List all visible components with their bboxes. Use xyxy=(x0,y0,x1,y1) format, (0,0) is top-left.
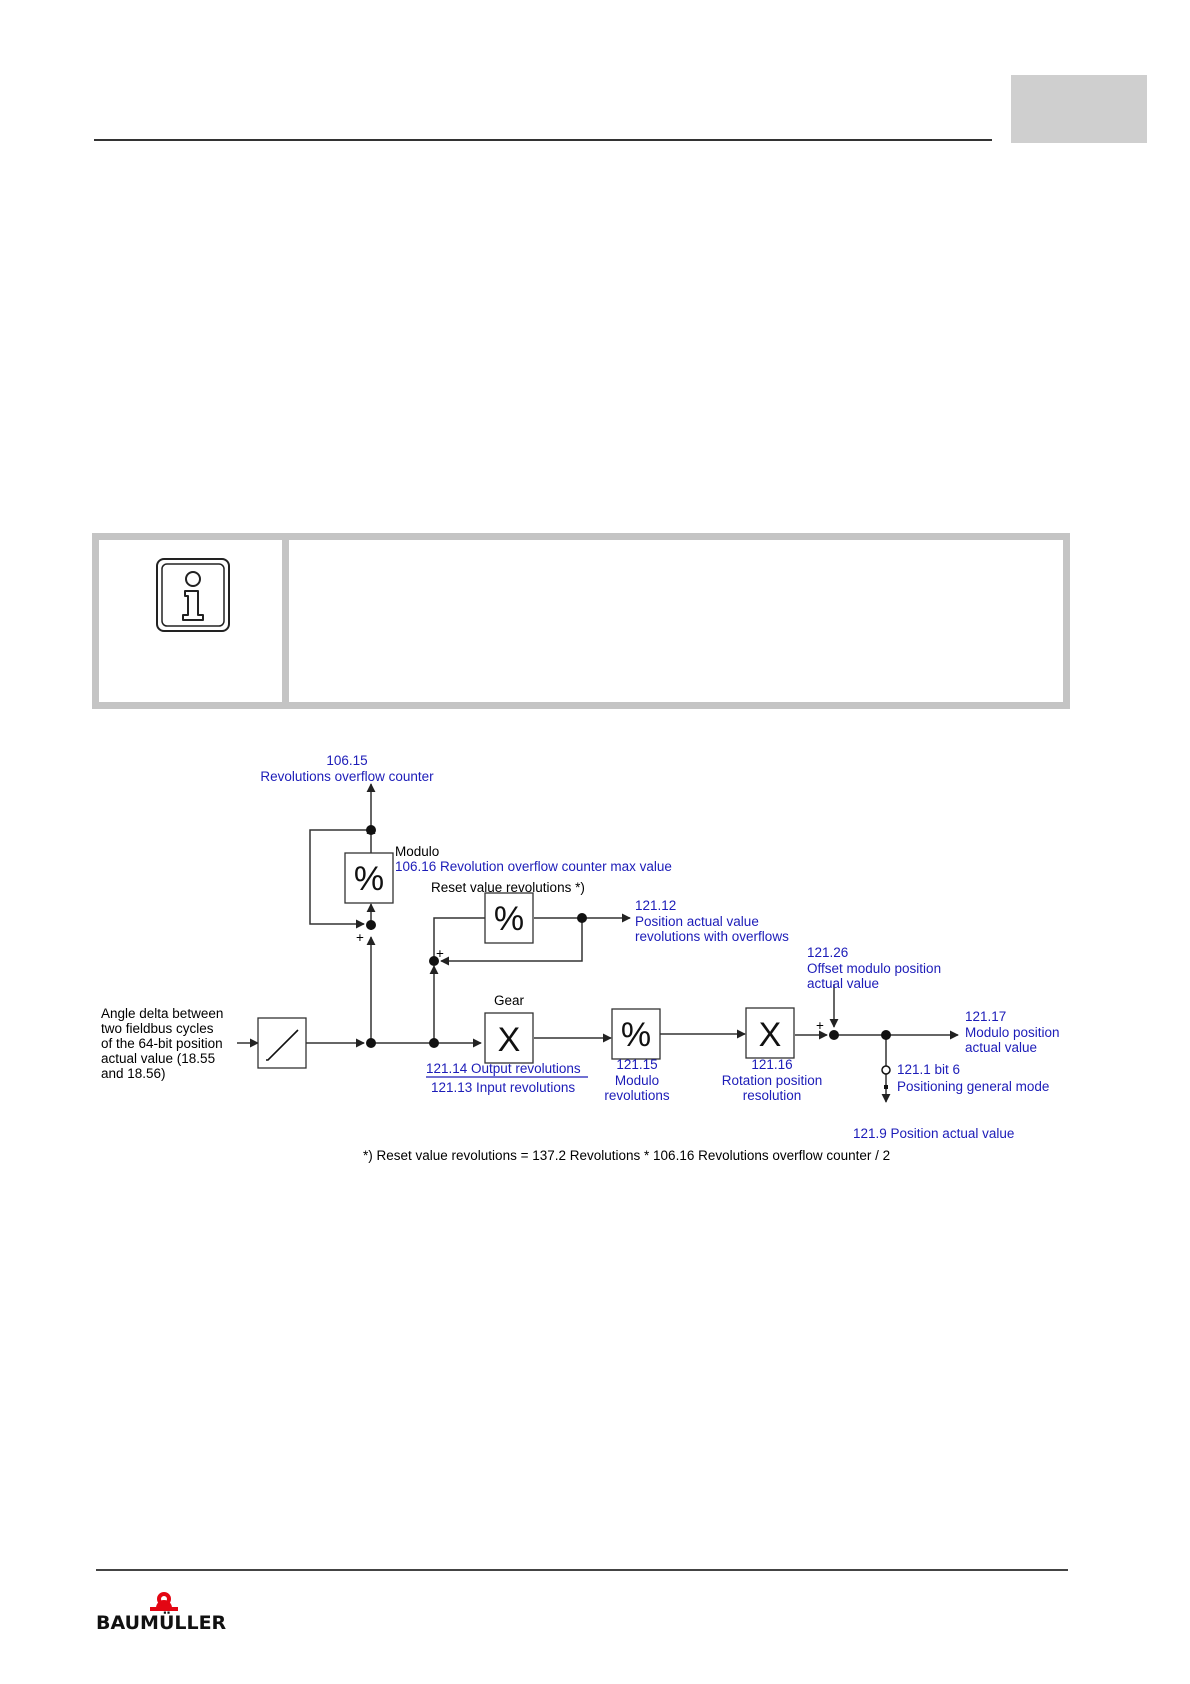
signal-lines xyxy=(237,783,959,1103)
plus-sign: + xyxy=(816,1018,824,1033)
gear-label: Gear xyxy=(494,993,525,1008)
modrev-param: 121.15 xyxy=(616,1057,657,1072)
svg-text:BAUMÜLLER: BAUMÜLLER xyxy=(96,1610,227,1632)
junction-dot xyxy=(577,913,587,923)
output-rev-label: 121.14 Output revolutions xyxy=(426,1061,581,1076)
pos-ovf-line2: revolutions with overflows xyxy=(635,929,789,944)
header-rule xyxy=(94,139,992,141)
rotres-param: 121.16 xyxy=(751,1057,792,1072)
offset-line2: actual value xyxy=(807,976,879,991)
footer-rule xyxy=(96,1569,1068,1571)
summing-dot xyxy=(429,956,439,966)
plus-sign: + xyxy=(436,946,444,961)
modrev-line2: revolutions xyxy=(604,1088,670,1103)
modulo-label: Modulo xyxy=(395,844,439,859)
info-icon xyxy=(156,558,230,632)
svg-text:%: % xyxy=(354,860,384,898)
pos-actual-label: 121.9 Position actual value xyxy=(853,1126,1014,1141)
pos-ovf-param: 121.12 xyxy=(635,898,676,913)
pos-ovf-line1: Position actual value xyxy=(635,914,759,929)
summing-dot xyxy=(366,920,376,930)
reset-modulo-block: % xyxy=(484,892,534,944)
input-line5: and 18.56) xyxy=(101,1066,166,1081)
note-divider xyxy=(282,540,289,702)
input-line1: Angle delta between xyxy=(101,1006,223,1021)
reset-label: Reset value revolutions *) xyxy=(431,880,585,895)
modulo-revolutions-block: % xyxy=(611,1008,661,1060)
svg-text:%: % xyxy=(621,1016,651,1054)
integrator-block xyxy=(257,1017,307,1069)
svg-text:X: X xyxy=(759,1016,782,1054)
footnote: *) Reset value revolutions = 137.2 Revol… xyxy=(363,1148,890,1163)
bit-label: 121.1 bit 6 xyxy=(897,1062,960,1077)
rotation-multiply-block: X xyxy=(745,1007,795,1059)
junction-dot xyxy=(366,825,376,835)
input-line2: two fieldbus cycles xyxy=(101,1021,214,1036)
rotres-line2: resolution xyxy=(743,1088,802,1103)
modrev-line1: Modulo xyxy=(615,1073,659,1088)
plus-sign: + xyxy=(356,930,364,945)
junction-dot xyxy=(429,1038,439,1048)
overflow-name: Revolutions overflow counter xyxy=(260,769,434,784)
modpos-param: 121.17 xyxy=(965,1009,1006,1024)
svg-text:%: % xyxy=(494,900,524,938)
overflow-param: 106.15 xyxy=(326,753,367,768)
junction-dot xyxy=(366,1038,376,1048)
gear-multiply-block: X xyxy=(484,1012,534,1064)
note-box xyxy=(92,533,1070,709)
junction-dot xyxy=(881,1030,891,1040)
offset-param: 121.26 xyxy=(807,945,848,960)
max-value-label: 106.16 Revolution overflow counter max v… xyxy=(395,859,672,874)
svg-text:X: X xyxy=(498,1021,521,1059)
input-line3: of the 64-bit position xyxy=(101,1036,223,1051)
mode-label: Positioning general mode xyxy=(897,1079,1049,1094)
chapter-tab xyxy=(1011,75,1147,143)
switch-contact xyxy=(884,1085,888,1089)
summing-dot xyxy=(829,1030,839,1040)
input-line4: actual value (18.55 xyxy=(101,1051,215,1066)
baumuller-logo: BAUMÜLLER xyxy=(96,1592,227,1632)
input-rev-label: 121.13 Input revolutions xyxy=(431,1080,575,1095)
modpos-line2: actual value xyxy=(965,1040,1037,1055)
block-diagram: % % X % X + + + 106.15 Revolutions overf… xyxy=(101,753,1060,1163)
offset-line1: Offset modulo position xyxy=(807,961,941,976)
modpos-line1: Modulo position xyxy=(965,1025,1060,1040)
switch-contact xyxy=(881,1065,891,1075)
rotres-line1: Rotation position xyxy=(722,1073,823,1088)
overflow-modulo-block: % xyxy=(344,852,394,904)
